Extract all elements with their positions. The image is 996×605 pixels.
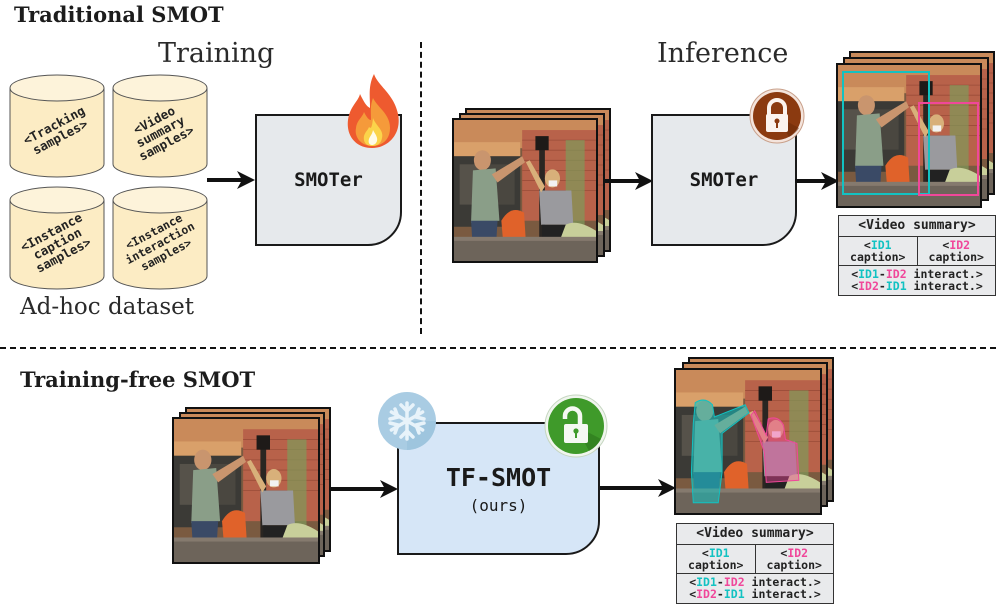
interactions: <ID1-ID2 interact.> <ID2-ID1 interact.> xyxy=(839,266,995,294)
vertical-divider xyxy=(420,42,422,334)
dataset-cylinder-instance-caption: <Instance caption samples> xyxy=(9,186,105,290)
smoter-training-box: SMOTer xyxy=(255,114,402,246)
horizontal-divider xyxy=(0,347,996,349)
interaction-id2-id1: <ID2-ID1 interact.> xyxy=(689,587,821,601)
interaction-id1-id2: <ID1-ID2 interact.> xyxy=(689,575,821,589)
model-name: TF-SMOT xyxy=(445,462,552,492)
snowflake-icon xyxy=(378,392,436,450)
dataset-cylinder-instance-interaction: <Instance interaction samples> xyxy=(112,186,208,290)
arrow-tfsmot-to-output xyxy=(600,479,676,497)
section-title-traditional: Traditional SMOT xyxy=(14,2,224,27)
model-subtitle: (ours) xyxy=(469,495,528,515)
arrow-frames-to-tfsmot xyxy=(330,480,398,498)
arrow-datasets-to-model xyxy=(207,171,255,189)
summary-header: <Video summary> xyxy=(839,216,995,237)
model-name: SMOTer xyxy=(689,169,759,191)
arrow-smoter-to-output xyxy=(795,172,839,190)
dataset-caption: Ad-hoc dataset xyxy=(20,294,195,320)
model-name: SMOTer xyxy=(294,169,363,191)
summary-header: <Video summary> xyxy=(677,524,833,545)
interaction-id2-id1: <ID2-ID1 interact.> xyxy=(851,279,983,293)
tf-output-frame-segmented xyxy=(674,368,822,515)
arrow-frames-to-smoter xyxy=(605,172,653,190)
dataset-cylinder-video-summary: <Video summary samples> xyxy=(112,74,208,178)
segmentation-masks xyxy=(690,399,800,504)
video-frame-input xyxy=(452,118,598,263)
lock-icon xyxy=(749,88,805,144)
interactions: <ID1-ID2 interact.> <ID2-ID1 interact.> xyxy=(677,574,833,602)
bbox-id2 xyxy=(918,102,979,196)
dataset-cylinder-tracking: <Tracking samples> xyxy=(9,74,105,178)
section-title-training-free: Training-free SMOT xyxy=(20,367,256,392)
interaction-id1-id2: <ID1-ID2 interact.> xyxy=(851,267,983,281)
unlock-icon xyxy=(544,394,608,458)
bbox-id1 xyxy=(842,71,930,195)
tf-video-frame-input xyxy=(172,417,320,564)
training-title: Training xyxy=(158,38,275,69)
fire-icon xyxy=(347,74,399,148)
inference-title: Inference xyxy=(657,38,789,69)
output-frame-tracked xyxy=(836,63,982,208)
